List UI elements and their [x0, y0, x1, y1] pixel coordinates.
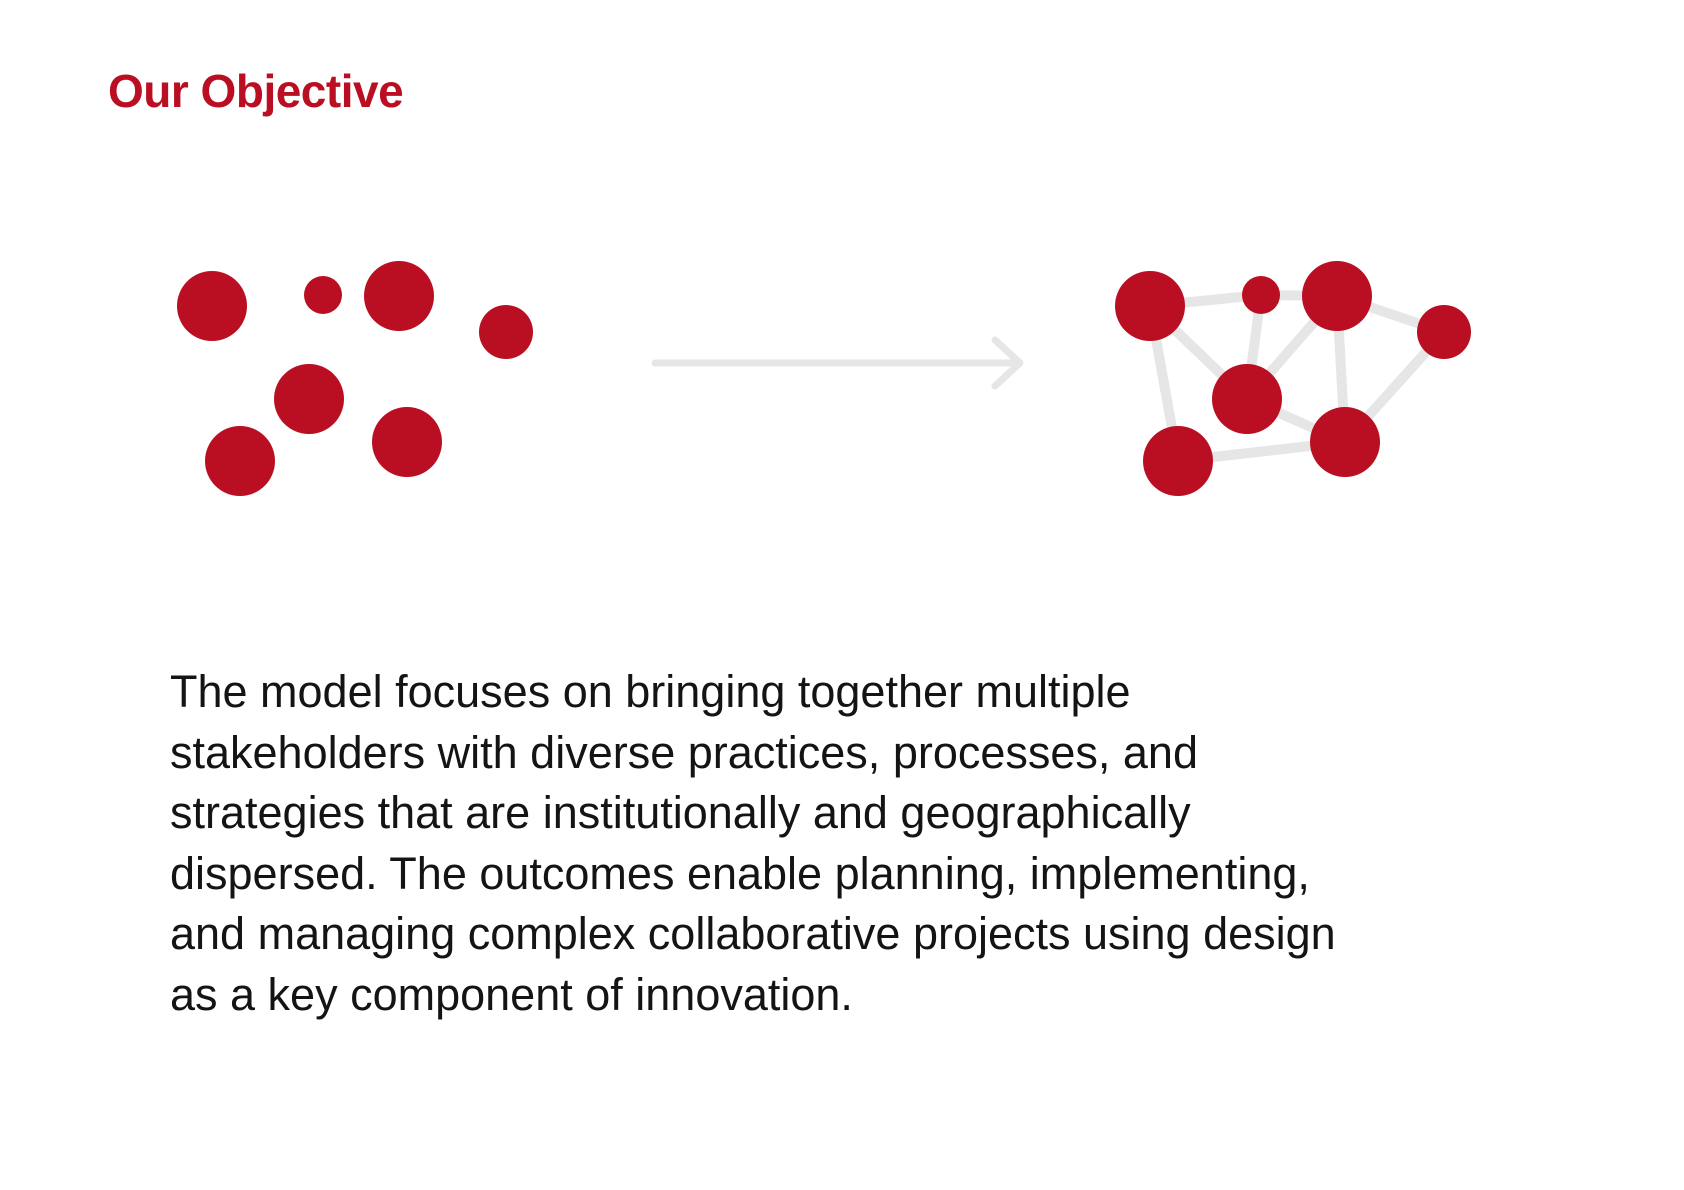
connected-node — [1115, 271, 1185, 341]
dispersed-node — [274, 364, 344, 434]
dispersed-stakeholders-group — [177, 261, 533, 496]
dispersed-node — [304, 276, 342, 314]
objective-description: The model focuses on bringing together m… — [170, 666, 1336, 1020]
connected-node — [1310, 407, 1380, 477]
transition-arrow-icon — [651, 336, 1024, 390]
dispersed-node — [177, 271, 247, 341]
connected-node — [1242, 276, 1280, 314]
dispersed-node — [372, 407, 442, 477]
connected-node — [1143, 426, 1213, 496]
connected-node — [1417, 305, 1471, 359]
dispersed-node — [364, 261, 434, 331]
connected-node — [1302, 261, 1372, 331]
dispersed-to-connected-diagram — [177, 261, 1471, 496]
dispersed-node — [205, 426, 275, 496]
page-title: Our Objective — [108, 65, 404, 117]
dispersed-node — [479, 305, 533, 359]
connected-node — [1212, 364, 1282, 434]
connected-network-group — [1115, 261, 1471, 496]
